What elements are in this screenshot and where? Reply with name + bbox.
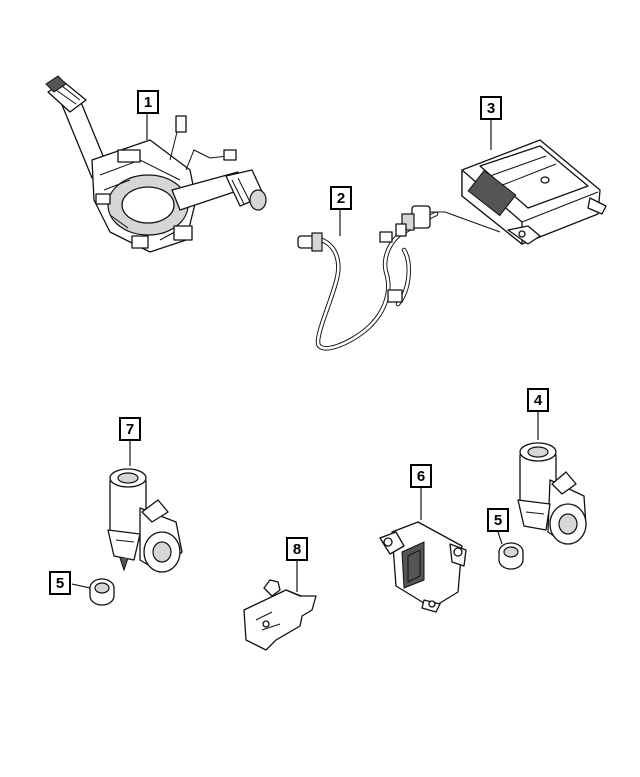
mounting-bracket-part-8[interactable]: [243, 579, 317, 651]
wiring-harness-part-2[interactable]: [297, 205, 501, 351]
callout-5-right[interactable]: 5: [487, 508, 509, 532]
callout-5-left[interactable]: 5: [49, 571, 71, 595]
multifunction-switch-part-1[interactable]: [45, 75, 267, 253]
callout-6[interactable]: 6: [410, 464, 432, 488]
airbag-control-module-part-3[interactable]: [461, 139, 607, 245]
grommet-part-5-left[interactable]: [89, 578, 115, 606]
impact-sensor-part-4[interactable]: [517, 442, 587, 545]
callout-1[interactable]: 1: [137, 90, 159, 114]
callout-2[interactable]: 2: [330, 186, 352, 210]
crash-sensor-part-6[interactable]: [379, 521, 467, 613]
callout-7[interactable]: 7: [119, 417, 141, 441]
callout-8[interactable]: 8: [286, 537, 308, 561]
callout-4[interactable]: 4: [527, 388, 549, 412]
grommet-part-5-right[interactable]: [498, 542, 524, 570]
callout-3[interactable]: 3: [480, 96, 502, 120]
leader-lines: [71, 114, 539, 592]
impact-sensor-part-7[interactable]: [107, 468, 183, 573]
